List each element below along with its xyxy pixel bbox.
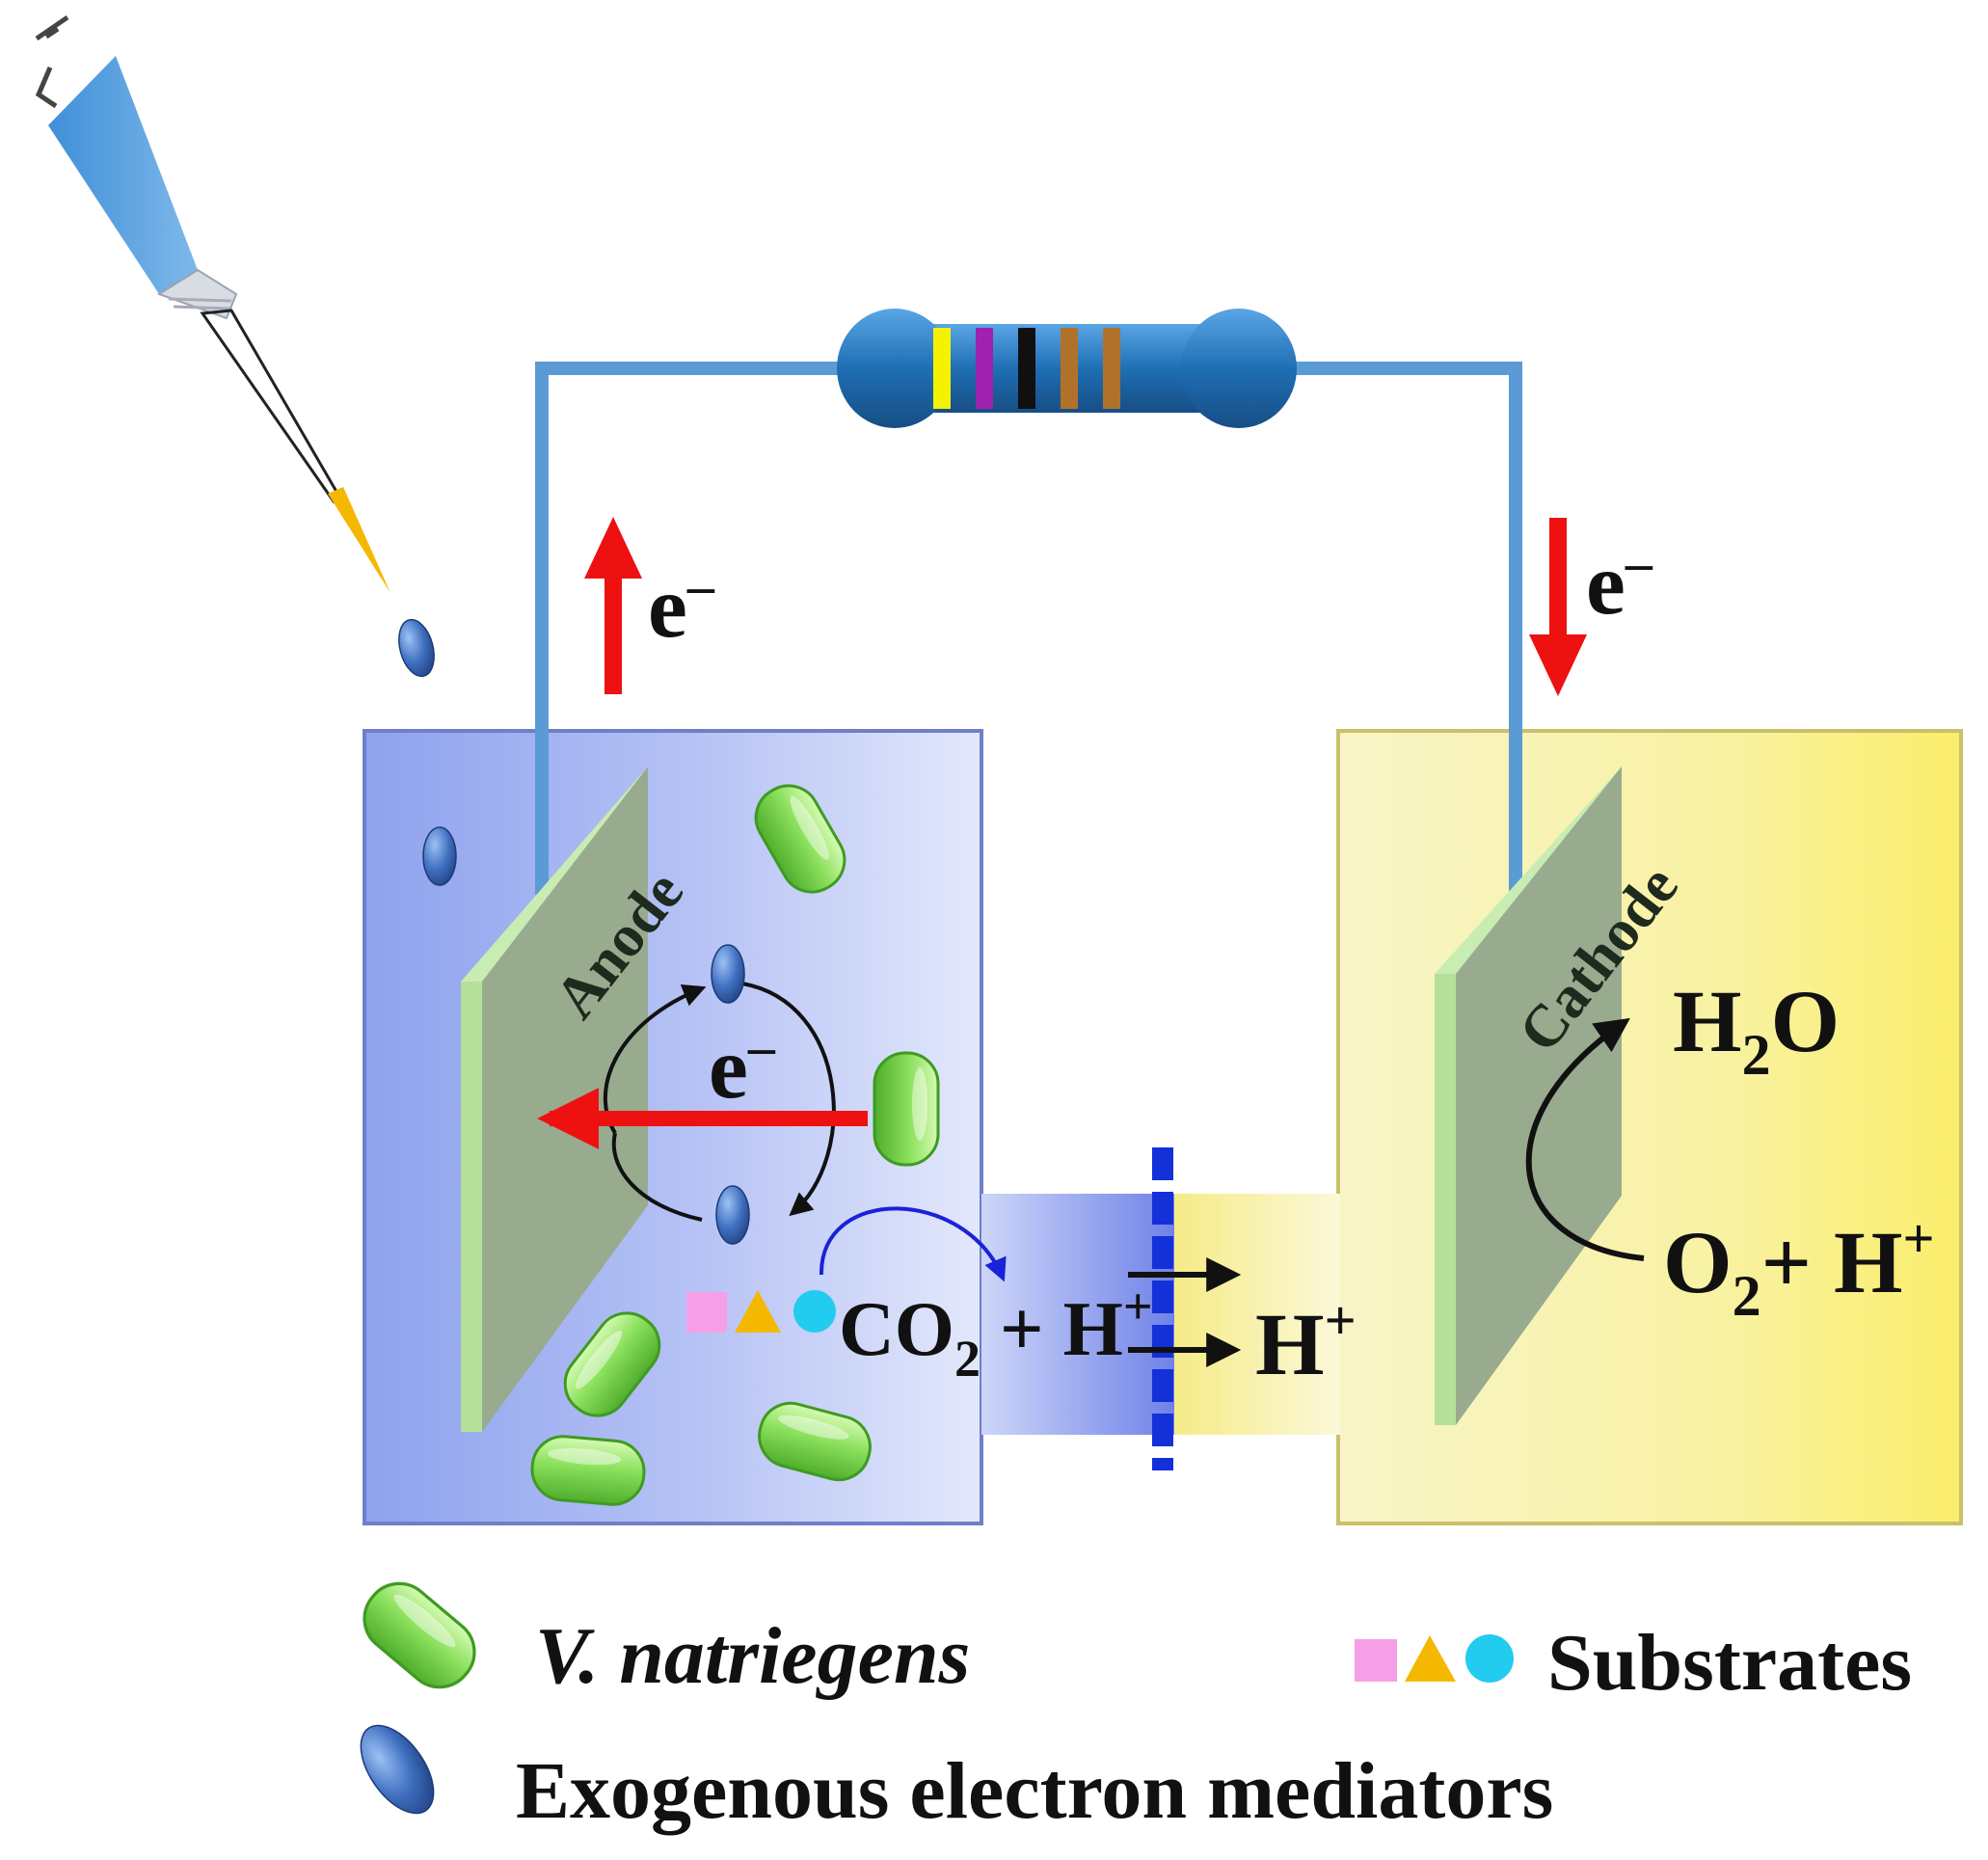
electron-label-inner: e–: [709, 1017, 776, 1117]
cathode-electrode: [1435, 767, 1622, 1425]
proton-label: H+: [1255, 1289, 1357, 1393]
bacteria-icon: [527, 1432, 649, 1509]
mediator-oxidized-icon: [711, 944, 745, 1004]
bacteria-icon: [873, 1051, 940, 1167]
legend-bacteria-icon: [349, 1568, 490, 1703]
mediator-in-chamber-icon: [422, 826, 457, 886]
resistor-icon: [837, 309, 1297, 428]
legend-substrate-triangle-icon: [1405, 1635, 1456, 1682]
resistor-band: [1103, 328, 1120, 409]
pipette-icon: [35, 14, 390, 593]
mediator-cycle-bottom-arc: [611, 1132, 703, 1222]
bridge-anode-side: [981, 1194, 1174, 1435]
substrate-triangle-icon: [735, 1290, 781, 1333]
legend-bacteria-label: V. natriegens: [535, 1611, 970, 1701]
oxygen-proton-label: O2+ H+: [1663, 1207, 1935, 1328]
legend-mediator-icon: [360, 1724, 435, 1815]
legend-mediator-label: Exogenous electron mediators: [516, 1746, 1553, 1836]
legend-substrate-circle-icon: [1465, 1634, 1514, 1683]
mediator-cycle-right-arc: [741, 982, 836, 1217]
electron-flow-up-arrow: [584, 517, 642, 694]
legend-substrate-square-icon: [1355, 1639, 1397, 1682]
substrate-oxidation-arrow: [819, 1206, 1007, 1282]
electron-flow-down-arrow: [1529, 518, 1587, 696]
falling-mediator-icon: [392, 614, 441, 682]
resistor-band: [933, 328, 951, 409]
substrate-circle-icon: [793, 1290, 836, 1333]
co2-proton-label: CO2 + H+: [839, 1278, 1153, 1388]
bridge-cathode-side: [1174, 1194, 1340, 1435]
water-label: H2O: [1673, 972, 1840, 1087]
mediator-reduced-icon: [715, 1185, 750, 1245]
substrate-square-icon: [686, 1292, 727, 1333]
oxygen-reduction-arrow: [1525, 1017, 1645, 1261]
legend-substrates-label: Substrates: [1547, 1618, 1912, 1708]
electron-label-anode-side: e–: [648, 556, 715, 656]
resistor-band: [1061, 328, 1078, 409]
electron-label-cathode-side: e–: [1586, 533, 1653, 633]
cathode-chamber: [1336, 729, 1963, 1525]
resistor-band: [976, 328, 993, 409]
resistor-band: [1018, 328, 1035, 409]
